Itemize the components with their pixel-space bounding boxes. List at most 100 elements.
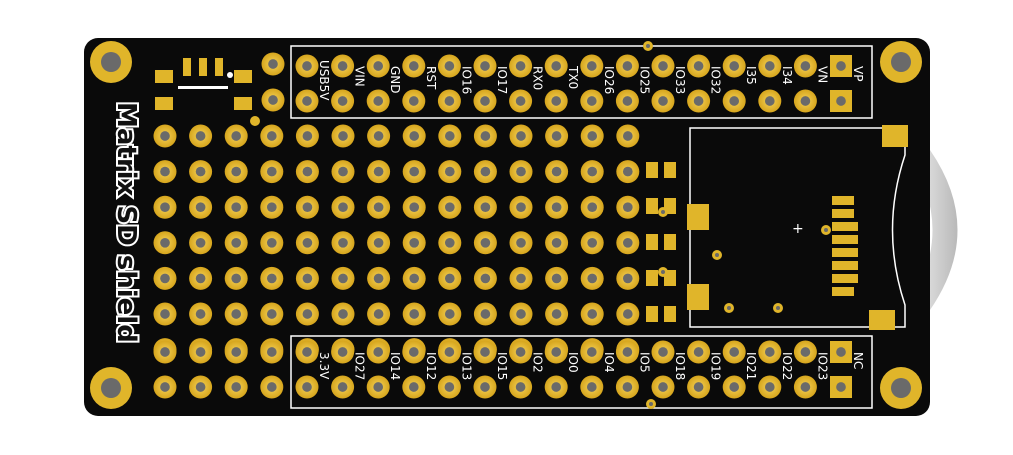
proto-pad xyxy=(331,195,355,219)
misc-components xyxy=(155,41,831,409)
header-pin-square xyxy=(830,55,852,77)
header-pin xyxy=(793,89,817,113)
header-pin xyxy=(758,375,782,399)
header-pin xyxy=(473,54,497,78)
top-pin-label: VIN xyxy=(353,66,367,87)
proto-pad xyxy=(473,302,497,326)
proto-pad xyxy=(260,231,284,255)
proto-pad xyxy=(224,266,248,290)
header-pin xyxy=(437,340,461,364)
header-pin xyxy=(509,340,533,364)
header-pin xyxy=(437,375,461,399)
sd-socket: + xyxy=(687,125,908,330)
bottom-header-outline xyxy=(290,335,873,409)
proto-pad xyxy=(260,266,284,290)
proto-pad xyxy=(402,302,426,326)
header-pin xyxy=(331,54,355,78)
mounting-hole xyxy=(90,41,132,83)
proto-pad xyxy=(616,195,640,219)
proto-pad xyxy=(224,302,248,326)
proto-pad xyxy=(473,124,497,148)
header-pin xyxy=(331,340,355,364)
proto-pad xyxy=(509,195,533,219)
protoboard-pads xyxy=(153,52,640,399)
pcb-body xyxy=(84,38,930,416)
proto-pad xyxy=(545,124,569,148)
header-pin xyxy=(473,340,497,364)
header-pin xyxy=(331,89,355,113)
proto-pad xyxy=(367,266,391,290)
proto-pad xyxy=(509,160,533,184)
proto-pad xyxy=(224,231,248,255)
header-pin xyxy=(615,375,639,399)
header-pin xyxy=(366,54,390,78)
mounting-holes xyxy=(90,41,922,409)
top-pin-label: RST xyxy=(424,66,438,90)
header-pin xyxy=(402,89,426,113)
proto-pad xyxy=(261,52,285,76)
bottom-pin-label: IO21 xyxy=(744,352,758,380)
proto-pad xyxy=(545,231,569,255)
header-pin xyxy=(651,375,675,399)
proto-pad xyxy=(295,124,319,148)
header-pin xyxy=(331,375,355,399)
proto-pad xyxy=(438,302,462,326)
header-pin-square xyxy=(830,90,852,112)
proto-pad xyxy=(224,375,248,399)
top-pin-label: GND xyxy=(388,66,402,94)
top-pin-label: IO16 xyxy=(459,66,473,94)
proto-pad xyxy=(545,195,569,219)
bottom-pin-label: IO14 xyxy=(388,352,402,380)
header-pin xyxy=(687,375,711,399)
proto-pad xyxy=(224,195,248,219)
proto-pad xyxy=(189,231,213,255)
top-header-pins xyxy=(295,54,852,113)
header-pin xyxy=(758,54,782,78)
top-pin-label: I34 xyxy=(780,66,794,85)
header-pin xyxy=(544,54,568,78)
proto-pad xyxy=(616,266,640,290)
header-pin xyxy=(651,340,675,364)
header-pin xyxy=(544,89,568,113)
proto-pad xyxy=(260,340,284,364)
proto-pad xyxy=(260,160,284,184)
bottom-pin-label: IO4 xyxy=(602,352,616,373)
top-pin-label: VP xyxy=(851,66,865,81)
proto-pad xyxy=(473,266,497,290)
header-pin-square xyxy=(830,341,852,363)
top-pin-label: IO32 xyxy=(709,66,723,94)
proto-pad xyxy=(331,231,355,255)
header-pin xyxy=(366,375,390,399)
proto-pad xyxy=(509,231,533,255)
vias xyxy=(643,41,831,409)
proto-pad xyxy=(545,302,569,326)
bottom-pin-label: IO19 xyxy=(709,352,723,380)
proto-pad xyxy=(367,124,391,148)
header-pin xyxy=(580,340,604,364)
proto-pad xyxy=(189,266,213,290)
bottom-header-pins xyxy=(295,340,852,399)
proto-pad xyxy=(153,375,177,399)
header-pin xyxy=(295,89,319,113)
bottom-pin-label: IO2 xyxy=(531,352,545,373)
proto-pad xyxy=(473,195,497,219)
proto-pad xyxy=(153,160,177,184)
header-pin xyxy=(580,89,604,113)
proto-pad xyxy=(509,266,533,290)
proto-pad xyxy=(367,160,391,184)
header-pin xyxy=(793,340,817,364)
proto-pad xyxy=(473,231,497,255)
header-pin xyxy=(402,54,426,78)
proto-pad xyxy=(224,124,248,148)
proto-pad xyxy=(509,124,533,148)
proto-pad xyxy=(402,266,426,290)
header-pin xyxy=(615,54,639,78)
proto-pad xyxy=(580,195,604,219)
header-pin xyxy=(615,340,639,364)
header-pin xyxy=(722,340,746,364)
proto-pad xyxy=(295,266,319,290)
bottom-pin-label: IO27 xyxy=(353,352,367,380)
bottom-pin-label: NC xyxy=(851,352,865,369)
proto-pad xyxy=(189,302,213,326)
